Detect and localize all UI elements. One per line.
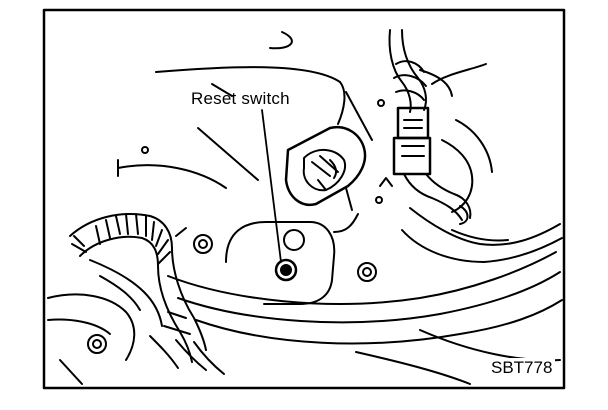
grommet-bottom xyxy=(87,334,107,354)
wire-connector xyxy=(392,106,472,225)
grommet-left xyxy=(193,234,213,254)
panel-hole xyxy=(375,196,383,204)
upper-contours xyxy=(117,31,487,189)
switch-housing xyxy=(284,125,393,211)
wire-harness-upper xyxy=(388,29,453,113)
frame-border xyxy=(42,8,566,390)
panel-hole xyxy=(377,99,385,107)
callout-leader xyxy=(261,109,282,263)
reset-switch-label: Reset switch xyxy=(191,89,290,108)
large-hole xyxy=(283,229,305,251)
wire-harness-lower xyxy=(69,213,225,375)
panel-recess xyxy=(225,213,359,305)
grommet-right xyxy=(357,262,377,282)
panel-hole xyxy=(141,146,149,154)
figure-code: SBT778 xyxy=(488,358,556,378)
reset-switch xyxy=(274,258,298,282)
